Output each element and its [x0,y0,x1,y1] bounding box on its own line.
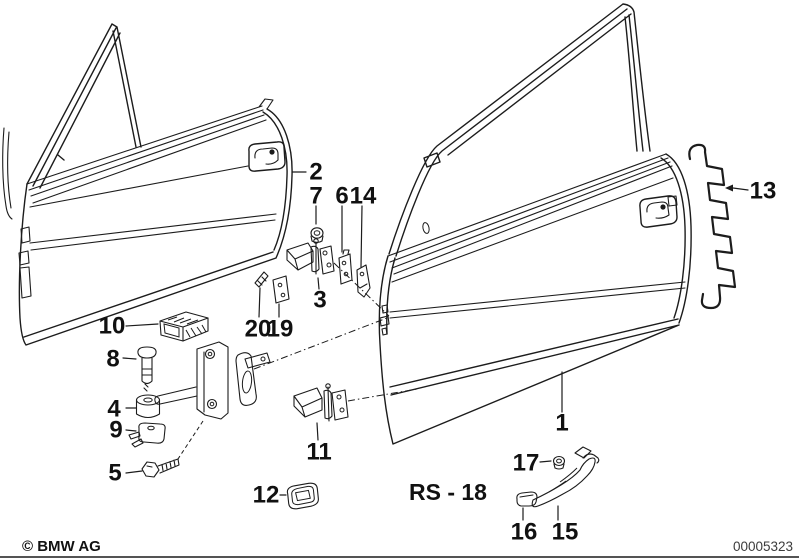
part-20-pin [254,271,269,288]
part-label-15: 15 [552,519,579,546]
part-4-bushing [135,394,161,419]
door-check-assembly [154,341,271,420]
drawing-number-label: 00005323 [733,539,793,554]
part-13-retainer-wire [688,143,737,310]
left-door [2,23,293,346]
leader-13-arrow [725,184,733,192]
part-labels: 1 2 3 4 5 6 7 8 9 10 11 12 13 14 15 16 1… [99,159,777,546]
part-label-19: 19 [267,316,294,343]
screw-axis-line [175,420,204,463]
part-14-bracket [356,264,371,298]
right-door-outline [378,153,692,445]
part-label-2: 2 [309,159,322,186]
part-7-nut [310,227,324,244]
part-label-16: 16 [511,519,538,546]
part-label-17: 17 [513,450,540,477]
part-17-nut [552,455,566,470]
left-door-window-frame [26,23,142,189]
left-door-edge-details [18,226,32,299]
region-code-label: RS - 18 [409,479,487,505]
leader-lines [122,171,749,521]
pillar-hole [422,222,430,234]
part-6-plate [338,249,353,285]
left-door-outline [18,108,293,346]
part-label-12: 12 [253,482,280,509]
right-door-window-frame [388,3,651,257]
right-door-edge-slots [379,304,390,336]
part-label-1: 1 [555,410,568,437]
right-door-handle [639,195,678,228]
part-label-6: 6 [335,183,348,210]
part-label-7: 7 [309,183,322,210]
part-12-grommet [286,482,319,510]
part-9-clip [128,422,166,448]
assembly-axis-lines [253,262,418,402]
part-8-buffer-pin [137,346,157,392]
right-door-panel-lines [389,281,686,319]
part-16-cap [516,491,538,507]
part-10-pad [159,311,209,342]
part-label-20: 20 [245,316,272,343]
left-door-panel-lines [29,165,277,251]
part-label-13: 13 [750,178,777,205]
part-label-11: 11 [306,439,331,466]
part-5-screw [141,458,180,478]
part-label-8: 8 [106,346,119,373]
part-11-lower-hinge [293,383,349,422]
part-3-upper-hinge [286,238,335,275]
part-label-4: 4 [107,396,121,423]
body-edge-sliver [2,127,13,220]
part-label-5: 5 [108,460,121,487]
part-label-14: 14 [350,183,377,210]
copyright-label: © BMW AG [22,538,101,555]
part-19-plate [272,275,290,304]
right-door [378,3,692,445]
left-door-handle [248,141,286,172]
part-15-bracket [531,446,600,508]
left-door-belt-trim [26,98,274,204]
part-label-3: 3 [313,287,326,314]
part-label-10: 10 [99,313,126,340]
part-label-9: 9 [109,417,122,444]
right-door-belt-trim [387,153,674,283]
